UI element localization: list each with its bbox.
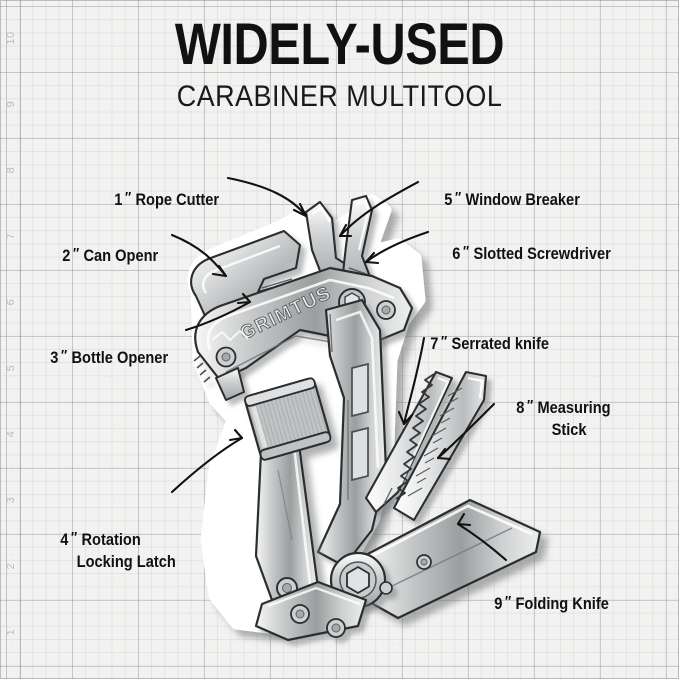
- feature-name: Window Breaker: [465, 190, 580, 209]
- feature-separator: ″: [462, 243, 471, 260]
- brand-engraving: GRIMTUS: [237, 282, 335, 344]
- feature-name: Folding Knife: [515, 594, 609, 613]
- feature-separator: ″: [60, 347, 69, 364]
- feature-number: 8: [516, 398, 525, 417]
- ruler-mark: 3: [5, 496, 17, 504]
- feature-name: Bottle Opener: [71, 348, 169, 367]
- ruler-mark: 4: [5, 430, 17, 438]
- feature-name-line2: Stick: [551, 420, 587, 439]
- feature-name: Can Openr: [83, 246, 159, 265]
- ruler-mark: 2: [5, 562, 17, 570]
- feature-separator: ″: [124, 189, 133, 206]
- feature-label-1: 1″Rope Cutter: [98, 168, 219, 232]
- feature-separator: ″: [72, 245, 81, 262]
- feature-separator: ″: [70, 529, 79, 546]
- feature-name-line2: Locking Latch: [76, 552, 176, 571]
- ruler-mark: 6: [5, 298, 17, 306]
- feature-label-5: 5″Window Breaker: [428, 168, 580, 232]
- feature-name: Serrated knife: [451, 334, 549, 353]
- feature-label-6: 6″Slotted Screwdriver: [436, 222, 611, 286]
- feature-name: Rope Cutter: [135, 190, 220, 209]
- feature-separator: ″: [454, 189, 463, 206]
- feature-label-2: 2″Can Openr: [46, 224, 158, 288]
- feature-separator: ″: [504, 593, 513, 610]
- page-subtitle: CARABINER MULTITOOL: [176, 80, 503, 113]
- feature-number: 6: [452, 244, 461, 263]
- feature-label-7: 7″Serrated knife: [414, 312, 549, 376]
- ruler-mark: 8: [5, 166, 17, 174]
- feature-number: 5: [444, 190, 453, 209]
- feature-name: Rotation: [81, 530, 141, 549]
- feature-number: 4: [60, 530, 69, 549]
- ruler-mark: 1: [5, 628, 17, 636]
- feature-label-3: 3″Bottle Opener: [34, 326, 168, 390]
- feature-number: 3: [50, 348, 59, 367]
- ruler-margin-line: [20, 0, 21, 679]
- ruler-mark: 7: [5, 232, 17, 240]
- feature-separator: ″: [526, 397, 535, 414]
- ruler-mark: 5: [5, 364, 17, 372]
- feature-number: 7: [430, 334, 439, 353]
- page-title: WIDELY-USED: [174, 12, 505, 77]
- feature-separator: ″: [440, 333, 449, 350]
- ruler-mark: 9: [5, 100, 17, 108]
- feature-label-9: 9″Folding Knife: [478, 572, 609, 636]
- feature-name: Slotted Screwdriver: [473, 244, 611, 263]
- feature-name: Measuring: [537, 398, 611, 417]
- feature-number: 1: [114, 190, 123, 209]
- feature-number: 2: [62, 246, 71, 265]
- feature-number: 9: [494, 594, 503, 613]
- ruler-mark: 10: [5, 31, 17, 45]
